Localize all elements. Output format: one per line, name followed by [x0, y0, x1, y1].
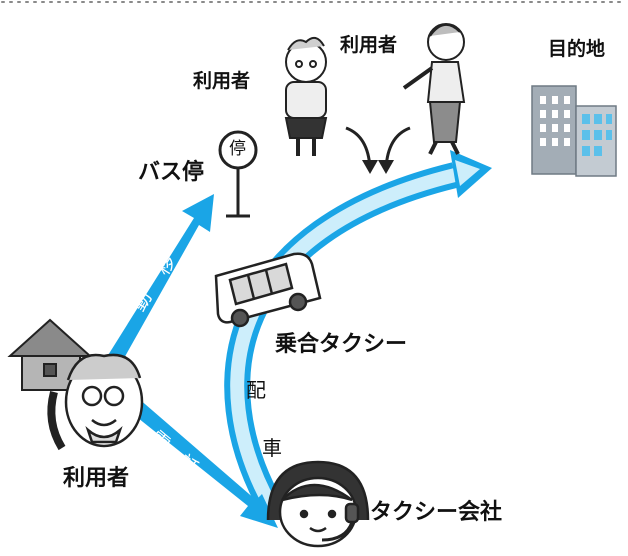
phone-arrow	[128, 398, 278, 528]
dispatch-char-1: 配	[246, 378, 266, 402]
bus-stop-sign-text: 停	[229, 139, 246, 159]
dispatch-char-2: 車	[262, 436, 282, 460]
destination-building-icon	[531, 85, 617, 177]
person-pointing-icon	[402, 23, 466, 155]
label-destination: 目的地	[548, 38, 606, 60]
label-user-bottom: 利用者	[63, 466, 130, 491]
elderly-person-standing-icon	[284, 36, 328, 156]
move-arrow	[100, 194, 214, 376]
operator-headset-icon	[266, 460, 370, 548]
label-shared-taxi: 乗合タクシー	[275, 332, 408, 357]
label-user-top-left: 利用者	[193, 70, 251, 92]
bus-stop-sign-icon	[218, 130, 258, 218]
label-user-top-right: 利用者	[340, 34, 398, 56]
meeting-arrows-icon	[345, 126, 411, 174]
minibus-icon	[214, 252, 322, 328]
label-bus-stop: バス停	[138, 160, 205, 185]
label-taxi-company: タクシー会社	[370, 500, 503, 525]
elderly-user-phone-icon	[47, 353, 144, 451]
